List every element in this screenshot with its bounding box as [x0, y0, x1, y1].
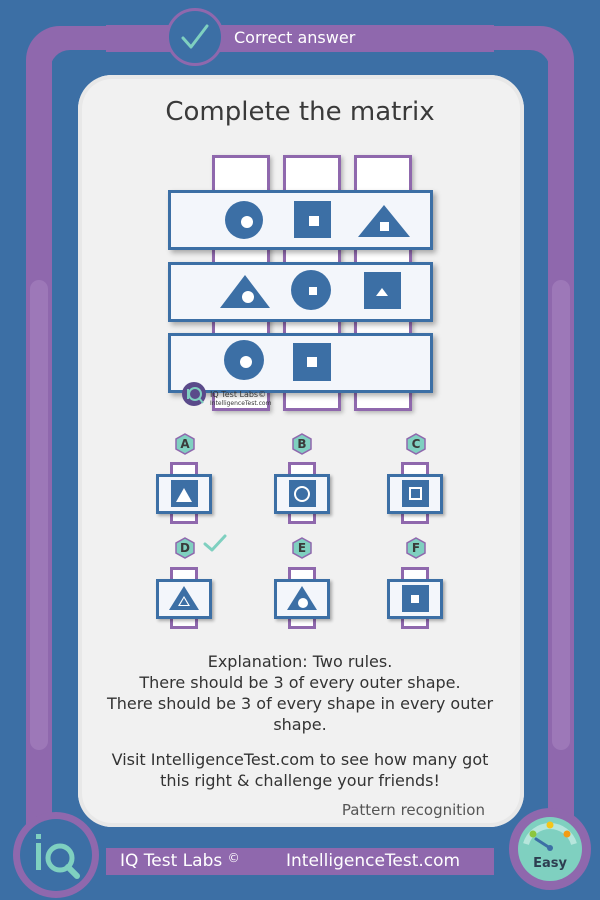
difficulty-gauge: Easy: [509, 808, 591, 890]
footer-site-link[interactable]: IntelligenceTest.com: [286, 851, 461, 871]
shape-circle-with-square: [291, 270, 331, 310]
option-a-badge: [175, 433, 195, 455]
option-c-letter: C: [411, 437, 421, 451]
option-f-shape: [402, 585, 429, 612]
option-b-badge: [292, 433, 312, 455]
watermark-text: IQ Test Labs© IntelligenceTest.com: [210, 390, 271, 408]
option-c-shape: [402, 480, 429, 507]
answer-banner-label: Correct answer: [234, 28, 356, 47]
option-b[interactable]: [274, 474, 330, 514]
explanation-line-2: There should be 3 of every outer shape.: [139, 673, 461, 692]
matrix-shapes: [220, 201, 410, 381]
watermark-brand: IQ Test Labs©: [210, 390, 267, 399]
explanation-line-1: Explanation: Two rules.: [207, 652, 393, 671]
option-e-shape: [287, 586, 317, 610]
option-c-badge: [406, 433, 426, 455]
option-e-letter: E: [297, 541, 307, 555]
option-a[interactable]: [156, 474, 212, 514]
option-d-shape: [169, 586, 199, 610]
iq-magnifier-icon: [20, 819, 92, 891]
shape-circle-with-circle: [225, 201, 263, 239]
shape-triangle-with-circle: [220, 275, 270, 308]
iq-logo-icon: [182, 382, 206, 406]
footer-brand-name: IQ Test Labs: [120, 851, 223, 871]
option-a-letter: A: [180, 437, 190, 451]
option-c[interactable]: [387, 474, 443, 514]
option-a-shape: [171, 480, 198, 507]
answer-banner: Correct answer: [106, 25, 494, 52]
difficulty-label: Easy: [533, 856, 567, 871]
shape-square-with-square: [294, 201, 331, 238]
shape-triangle-with-square: [358, 205, 410, 237]
explanation-line-3: There should be 3 of every shape in ever…: [106, 694, 494, 734]
footer-bar: [106, 848, 494, 875]
iq-test-labs-logo: [13, 812, 99, 898]
shape-square-with-square: [293, 343, 331, 381]
option-e-badge: [292, 537, 312, 559]
option-f[interactable]: [387, 579, 443, 619]
option-e[interactable]: [274, 579, 330, 619]
option-b-letter: B: [297, 437, 307, 451]
question-title: Complete the matrix: [165, 97, 435, 127]
correct-option-check-icon: [203, 534, 227, 552]
watermark-site: IntelligenceTest.com: [210, 400, 272, 407]
category-label: Pattern recognition: [341, 801, 485, 819]
shape-circle-with-circle: [224, 340, 264, 380]
option-d-letter: D: [180, 541, 190, 555]
option-f-badge: [406, 537, 426, 559]
frame-right-highlight: [552, 280, 570, 750]
explanation: Explanation: Two rules. There should be …: [100, 651, 500, 735]
option-b-shape: [289, 480, 316, 507]
option-d[interactable]: [156, 579, 212, 619]
frame-left-highlight: [30, 280, 48, 750]
option-f-letter: F: [411, 541, 421, 555]
option-d-badge: [175, 537, 195, 559]
difficulty-gauge-icon: [518, 817, 582, 881]
footer-copyright: ©: [227, 851, 240, 865]
footer-brand: IQ Test Labs ©: [120, 851, 240, 871]
shape-square-with-triangle: [364, 272, 401, 309]
visit-text: Visit IntelligenceTest.com to see how ma…: [111, 750, 489, 790]
correct-check-icon: [166, 8, 224, 66]
